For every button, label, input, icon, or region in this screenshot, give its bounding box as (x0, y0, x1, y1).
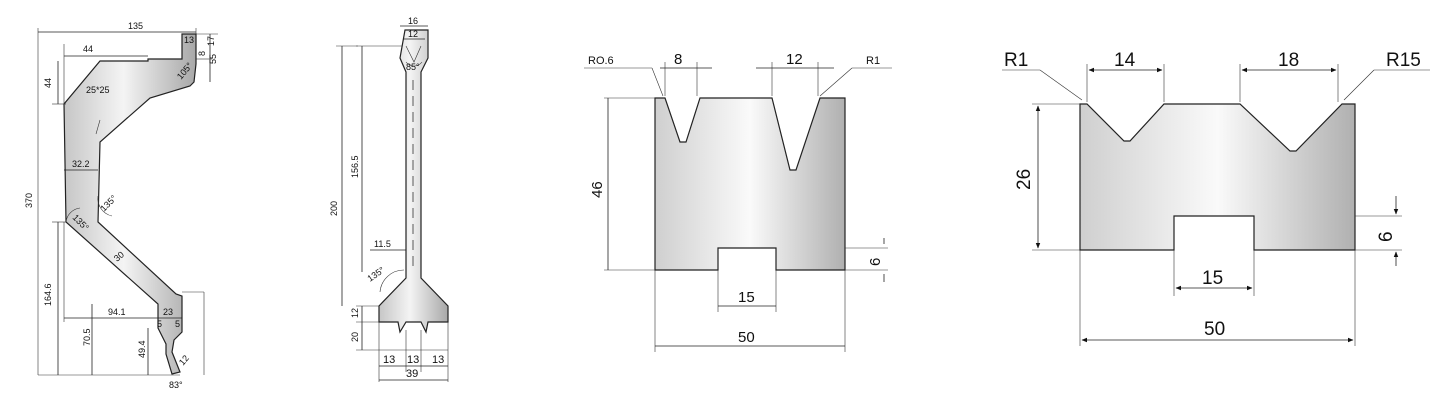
leader-ro6 (651, 67, 664, 97)
dim-44v-text: 44 (43, 78, 53, 88)
dim-94-text: 94.1 (108, 307, 126, 317)
dim-17-text: 17 (206, 36, 216, 46)
dim-15-text: 15 (738, 289, 755, 306)
dim-55-text: 55 (208, 54, 218, 64)
angle-135a-text: 135° (98, 193, 119, 214)
dim-135-text: 135 (128, 21, 143, 31)
dim-20-text: 20 (350, 332, 360, 342)
dim-13a-text: 13 (383, 354, 395, 366)
dim-13b-text: 13 (407, 354, 419, 366)
dim-44h-text: 44 (83, 44, 93, 54)
drawing-gooseneck-punch: 135 44 44 13 8 17 55 105° 25*25 32.2 135… (24, 21, 218, 390)
arc-135a (97, 195, 113, 217)
dim-8-text: 8 (674, 51, 682, 68)
leader-r15 (1343, 69, 1375, 101)
dim-6-text: 6 (1376, 231, 1397, 242)
dim-46-text: 46 (589, 181, 606, 198)
dim-50-text: 50 (738, 329, 755, 346)
radius-right-text: R1 (866, 55, 880, 67)
dim-16-text: 16 (408, 16, 418, 26)
dim-11-text: 11.5 (374, 239, 391, 249)
drawing-straight-punch: 16 12 85° 156.5 200 11.5 135° 12 20 (329, 16, 449, 382)
dim-23-text: 23 (163, 307, 173, 317)
dim-12v-text: 12 (350, 308, 360, 318)
two-v-die-26-profile (1079, 103, 1356, 251)
top-wedge (405, 45, 422, 63)
dim-18-text: 18 (1278, 50, 1299, 71)
radius-left-text: R1 (1004, 50, 1028, 71)
dim-49-text: 49.4 (137, 340, 147, 358)
drawing-two-v-die-46: 46 RO.6 8 12 R1 6 15 50 (584, 51, 892, 352)
dim-370-text: 370 (24, 193, 34, 208)
dim-156-text: 156.5 (350, 155, 360, 178)
dim-32-text: 32.2 (72, 159, 90, 169)
dim-39-text: 39 (406, 368, 418, 380)
leader-r1 (819, 67, 853, 97)
dim-200-text: 200 (329, 201, 339, 216)
two-v-die-profile (654, 97, 846, 271)
dim-tip12-text: 12 (177, 353, 191, 367)
dim-14-text: 14 (1114, 50, 1136, 71)
dim-70-text: 70.5 (82, 328, 92, 346)
leader-r1 (1039, 69, 1083, 101)
dim-26-text: 26 (1014, 169, 1035, 190)
angle-83-text: 83° (169, 380, 183, 390)
radius-left-text: RO.6 (588, 55, 614, 67)
angle-85-text: 85° (406, 62, 420, 72)
chamfer-text: 25*25 (86, 85, 110, 95)
dim-13-text: 13 (184, 35, 194, 45)
dim-12-text: 12 (408, 29, 418, 39)
gooseneck-profile (63, 33, 197, 375)
dim-6-text: 6 (867, 258, 884, 266)
dim-12-text: 12 (786, 51, 803, 68)
arc-135 (379, 269, 405, 293)
drawing-two-v-die-26: R1 14 18 R15 26 6 15 50 (1002, 50, 1430, 346)
dim-15-text: 15 (1202, 268, 1223, 289)
gooseneck-chamfer-line (95, 119, 101, 135)
dim-50-text: 50 (1204, 319, 1225, 340)
dim-5b-text: 5 (175, 319, 180, 329)
radius-right-text: R15 (1386, 50, 1421, 71)
dim-8-text: 8 (197, 51, 207, 56)
arc-135b (65, 207, 81, 223)
dim-30-text: 30 (112, 249, 126, 263)
dim-13c-text: 13 (432, 354, 444, 366)
arc-85 (405, 61, 423, 67)
straight-punch-profile (378, 29, 449, 334)
dim-164-text: 164.6 (43, 283, 53, 306)
dim-5a-text: 5 (157, 319, 162, 329)
